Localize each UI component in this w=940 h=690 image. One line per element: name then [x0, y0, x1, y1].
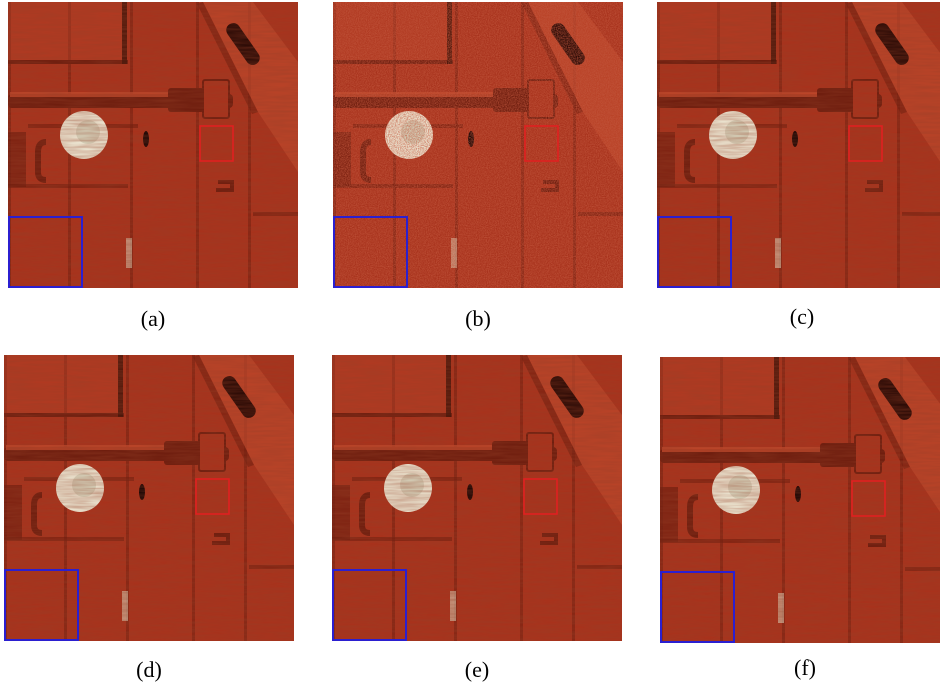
wood-grain-overlay — [657, 2, 940, 288]
zoom-inset-box — [657, 216, 732, 288]
panel-d-caption: (d) — [136, 657, 162, 682]
zoom-inset-box — [332, 569, 407, 641]
zoom-inset-box — [660, 571, 735, 643]
door-photo-d — [4, 355, 294, 641]
panel-c-caption: (c) — [789, 304, 815, 329]
panel-f-caption: (f) — [794, 655, 816, 680]
roi-box — [851, 480, 886, 517]
door-photo-c — [657, 2, 940, 288]
panel-a-image — [8, 2, 298, 288]
roi-box — [523, 478, 558, 515]
noise-overlay — [333, 2, 623, 288]
panel-f-image — [660, 357, 940, 643]
wood-grain-overlay — [660, 357, 940, 643]
panel-a-caption: (a) — [140, 306, 166, 331]
roi-box — [195, 478, 230, 515]
roi-box — [524, 125, 559, 162]
panel-e-caption: (e) — [464, 657, 490, 682]
zoom-inset-box — [333, 216, 408, 288]
zoom-inset-box — [8, 216, 83, 288]
wood-grain-overlay — [8, 2, 298, 288]
wood-grain-overlay — [332, 355, 622, 641]
door-photo-a — [8, 2, 298, 288]
wood-grain-overlay — [4, 355, 294, 641]
roi-box — [848, 125, 883, 162]
zoom-inset-box — [4, 569, 79, 641]
panel-d-image — [4, 355, 294, 641]
panel-e-image — [332, 355, 622, 641]
panel-b-caption: (b) — [465, 306, 491, 331]
door-photo-b — [333, 2, 623, 288]
door-photo-f — [660, 357, 940, 643]
door-photo-e — [332, 355, 622, 641]
roi-box — [199, 125, 234, 162]
panel-b-image — [333, 2, 623, 288]
panel-c-image — [657, 2, 940, 288]
